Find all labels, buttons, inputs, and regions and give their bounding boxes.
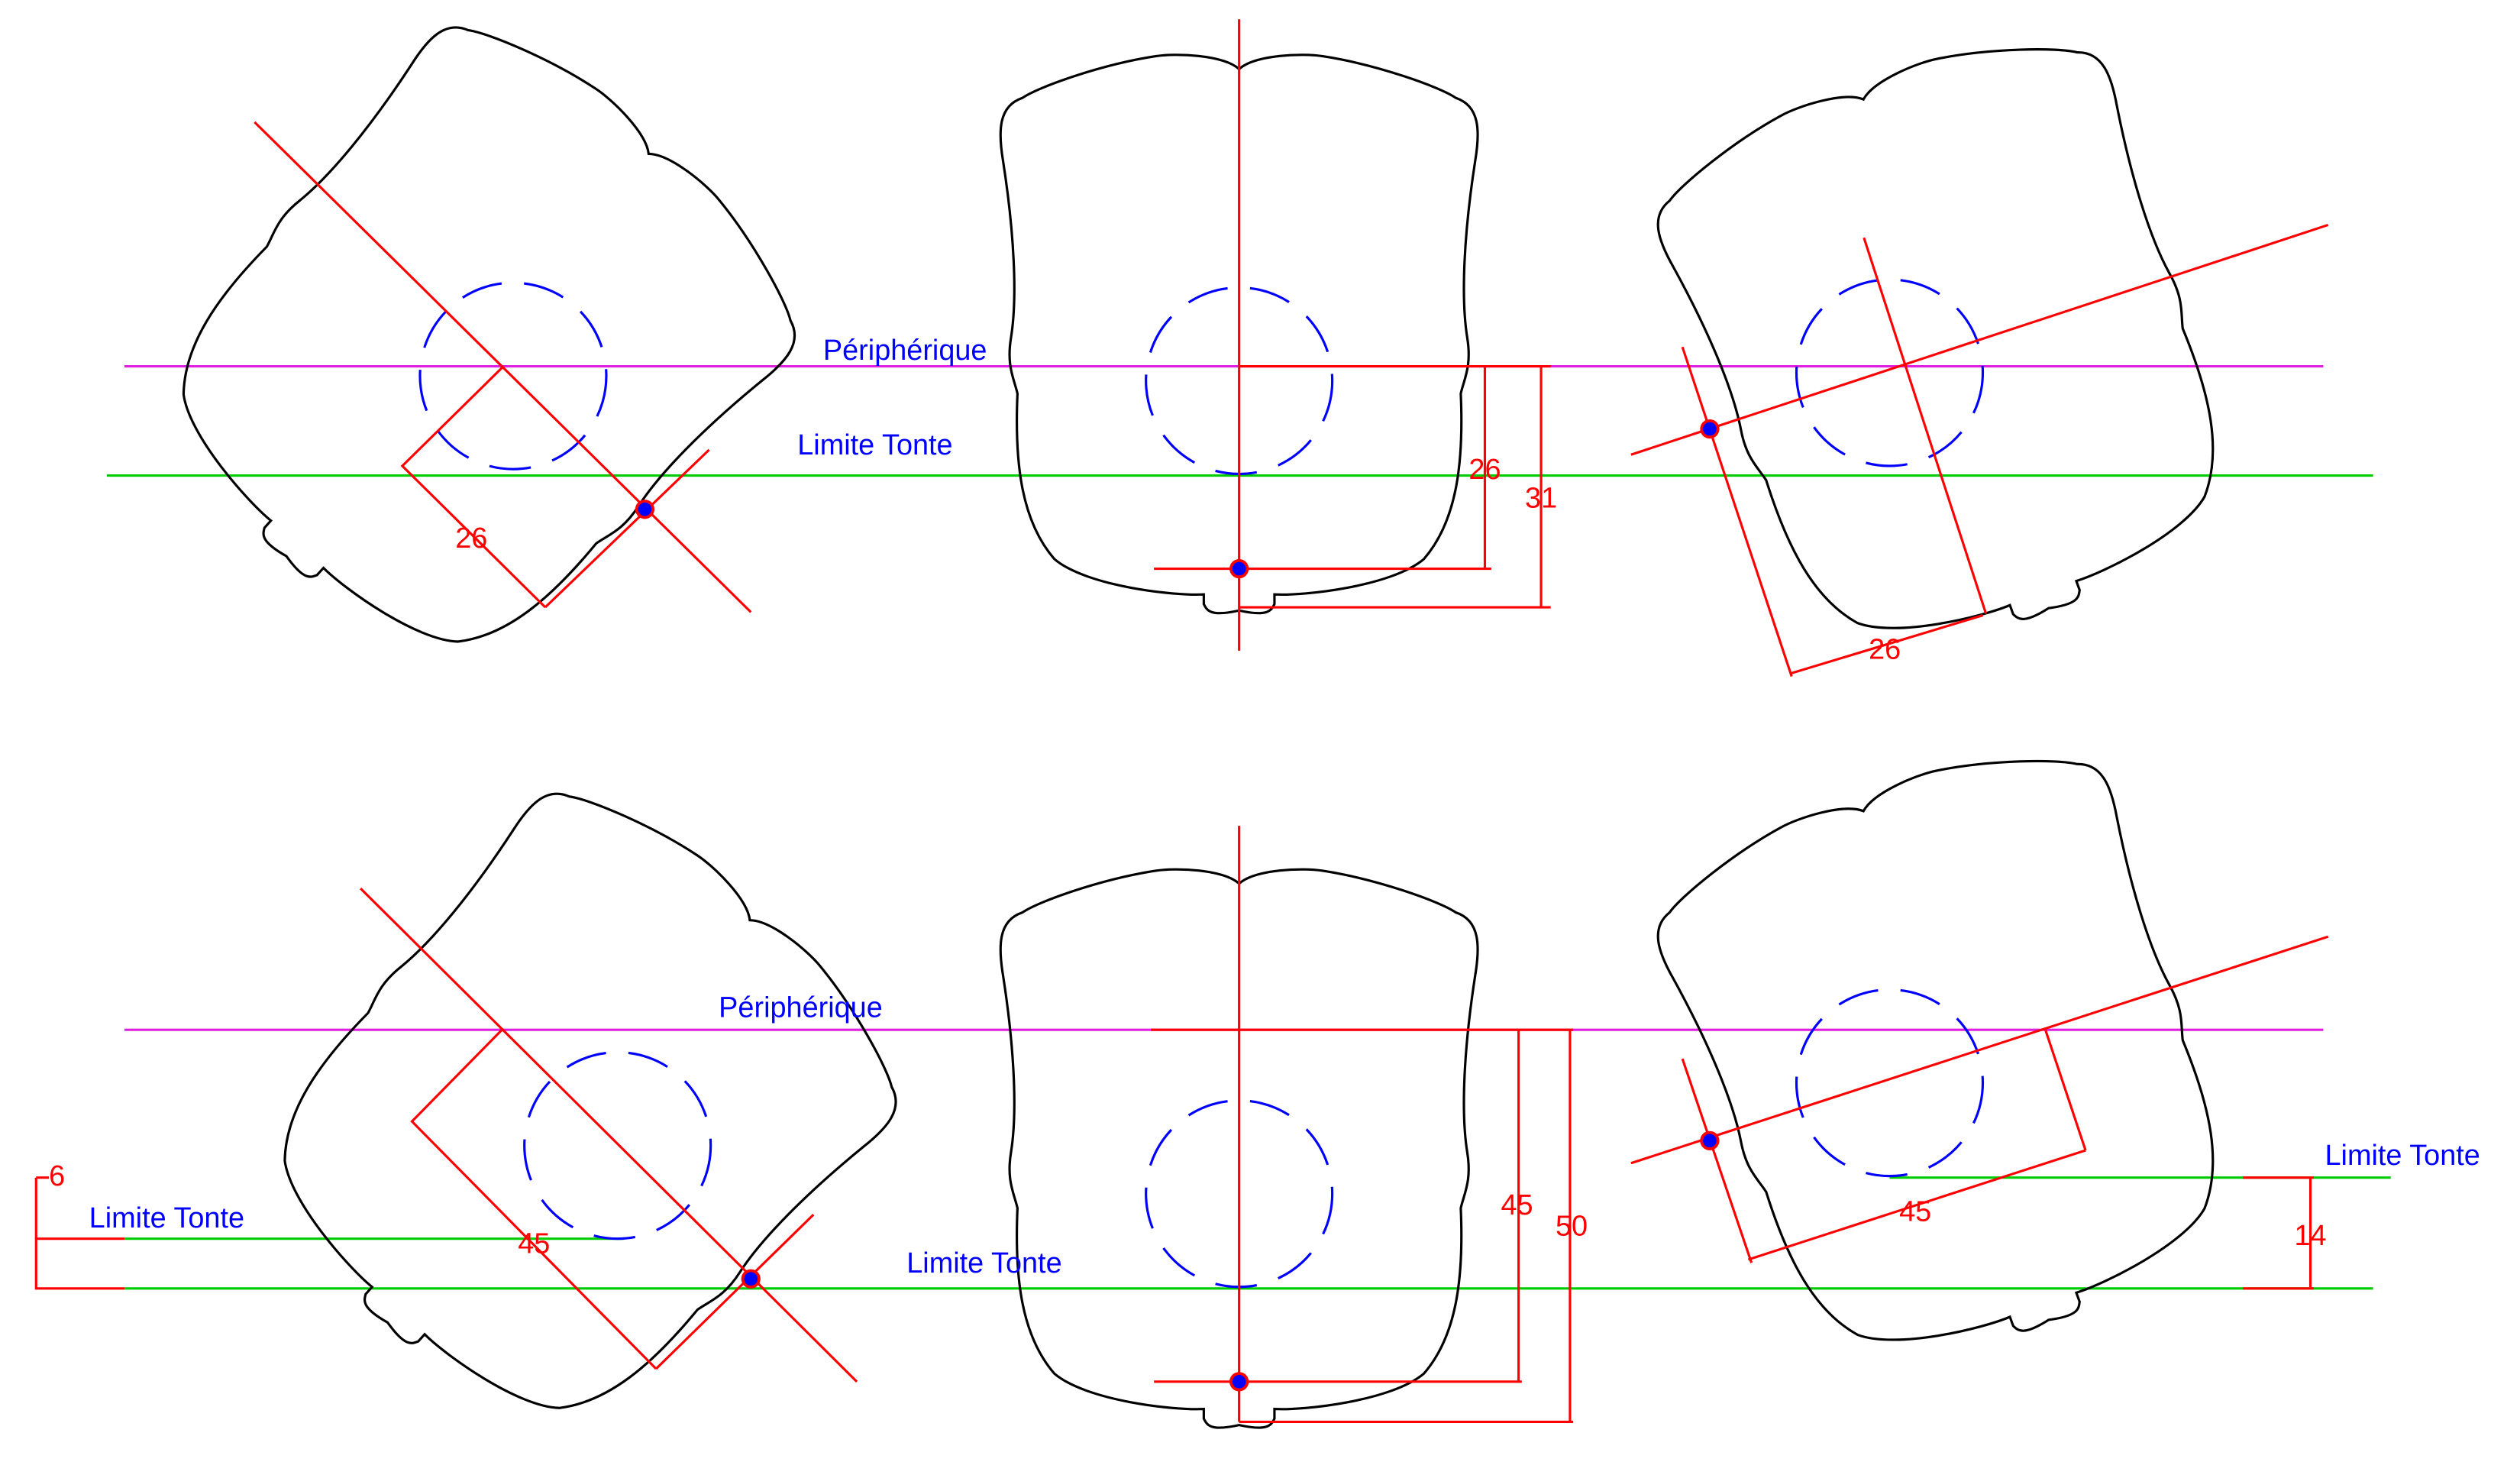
dimension-line-bottom-left xyxy=(410,1029,657,1370)
deck-outline-bottom-left xyxy=(207,749,939,1462)
dimension-line-top-right xyxy=(1791,614,1983,674)
dimension-label-bottom-right-offset: 14 xyxy=(2295,1220,2327,1252)
perpendicular-line-top-right xyxy=(1863,237,1988,614)
contact-point-bottom-center xyxy=(1229,1372,1249,1392)
dimension-label-top-center-outer: 31 xyxy=(1525,483,1557,515)
ext-line-contact-bottom-right xyxy=(1681,1058,1753,1263)
deck-outline-top-left xyxy=(105,0,837,720)
dimension-label-top-center-inner: 26 xyxy=(1468,454,1501,486)
contact-point-top-right xyxy=(1700,419,1720,439)
dashed-circle-top-right xyxy=(1795,278,1985,467)
dashed-circle-bottom-left xyxy=(523,1051,712,1240)
dashed-circle-top-left xyxy=(418,281,608,471)
contact-point-bottom-right xyxy=(1700,1130,1720,1150)
perpendicular-line-top-left xyxy=(544,448,710,609)
dimension-label-bottom-right: 45 xyxy=(1899,1196,1931,1228)
dimension-line-bottom-right xyxy=(1747,1149,2086,1261)
label-limite-tonte-bottom-center: Limite Tonte xyxy=(906,1247,1061,1279)
dimension-label-bottom-center-inner: 45 xyxy=(1501,1189,1533,1221)
perpendicular-line-bottom-left xyxy=(655,1213,815,1370)
contact-point-top-center xyxy=(1229,558,1249,579)
label-peripherique-top: Périphérique xyxy=(823,335,987,367)
axis-line-bottom-left xyxy=(360,888,858,1383)
contact-point-bottom-left xyxy=(741,1269,761,1289)
dimension-line-top-left xyxy=(400,365,547,609)
label-limite-tonte-top: Limite Tonte xyxy=(797,429,952,461)
label-limite-tonte-bottom-left: Limite Tonte xyxy=(89,1202,244,1234)
label-limite-tonte-bottom-right: Limite Tonte xyxy=(2325,1140,2480,1172)
dimension-label-bottom-left: 45 xyxy=(518,1228,550,1260)
offset-dimension-bottom-left xyxy=(34,1237,124,1290)
axis-line-bottom-right xyxy=(1630,935,2329,1165)
dimension-label-bottom-center-outer: 50 xyxy=(1556,1210,1588,1242)
perpendicular-line-bottom-right xyxy=(2044,1029,2087,1151)
ext-line-contact-top-right xyxy=(1681,346,1793,677)
label-peripherique-bottom: Périphérique xyxy=(719,991,883,1024)
dimension-label-top-right: 26 xyxy=(1869,633,1901,665)
dimension-label-bottom-left-offset: 6 xyxy=(49,1160,65,1192)
axis-line-top-right xyxy=(1630,223,2329,456)
deck-outline-bottom-right xyxy=(1633,714,2276,1405)
dimension-label-top-left: 26 xyxy=(455,522,487,555)
contact-point-top-left xyxy=(635,500,655,519)
dashed-circle-bottom-right xyxy=(1795,988,1985,1178)
